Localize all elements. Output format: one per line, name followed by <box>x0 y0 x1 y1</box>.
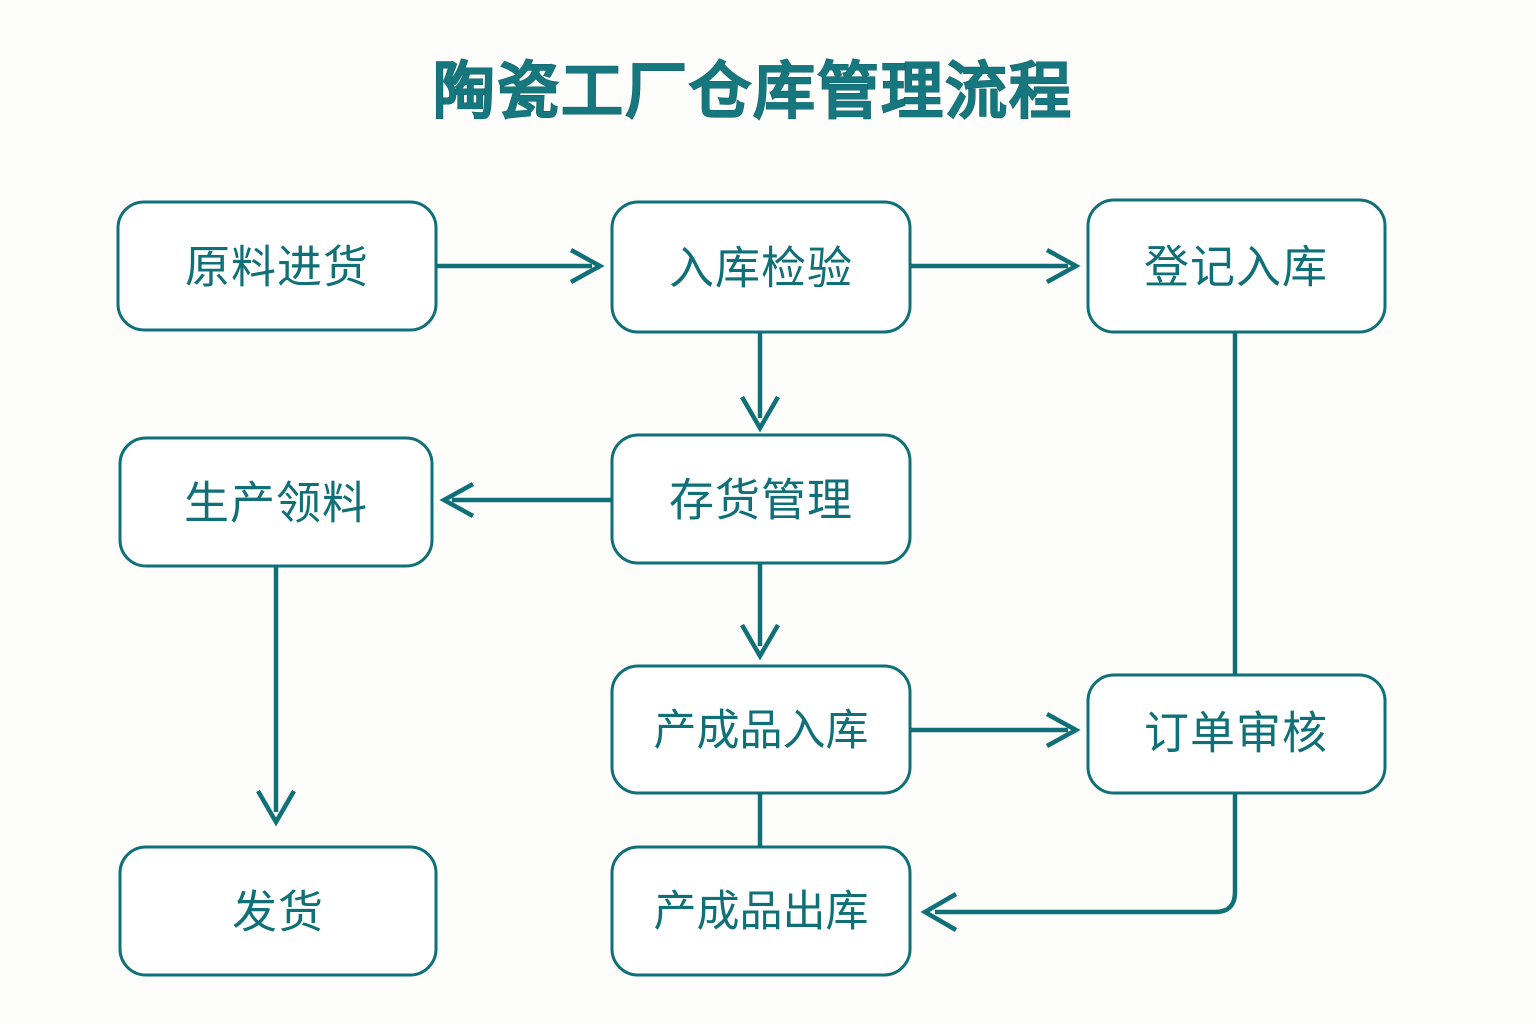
edge-production-pick-to-shipment <box>256 566 296 827</box>
node-production-requisition[interactable]: 生产领料 <box>118 436 434 568</box>
node-box-finished-goods-outbound[interactable] <box>610 845 912 977</box>
edge-order-review-to-finished-out <box>920 793 1238 932</box>
page-title: 陶瓷工厂仓库管理流程 <box>433 57 1073 126</box>
node-label-inbound-inspection: 入库检验 <box>669 243 853 294</box>
node-box-production-requisition[interactable] <box>118 436 434 568</box>
node-inbound-inspection[interactable]: 入库检验 <box>610 200 912 334</box>
node-label-finished-goods-outbound: 产成品出库 <box>654 888 869 936</box>
node-label-register-storage: 登记入库 <box>1144 242 1328 293</box>
node-box-inbound-inspection[interactable] <box>610 200 912 334</box>
node-box-inventory-management[interactable] <box>610 433 912 565</box>
node-register-storage[interactable]: 登记入库 <box>1086 198 1387 334</box>
node-order-review[interactable]: 订单审核 <box>1086 673 1387 795</box>
edge-layer <box>256 248 1238 932</box>
node-finished-goods-outbound[interactable]: 产成品出库 <box>610 845 912 977</box>
node-label-production-requisition: 生产领料 <box>184 478 368 529</box>
edge-finished-in-to-order-review <box>910 712 1081 748</box>
node-box-shipment[interactable] <box>118 845 438 977</box>
edge-inspection-to-register <box>910 248 1081 284</box>
node-finished-goods-inbound[interactable]: 产成品入库 <box>610 664 912 795</box>
node-raw-material-purchase[interactable]: 原料进货 <box>116 200 438 332</box>
edge-raw-material-to-inspection <box>436 248 605 284</box>
node-label-raw-material-purchase: 原料进货 <box>185 242 369 293</box>
node-box-register-storage[interactable] <box>1086 198 1387 334</box>
edge-inspection-to-inventory <box>740 332 780 433</box>
edge-inventory-to-production-pick <box>439 482 612 518</box>
node-box-order-review[interactable] <box>1086 673 1387 795</box>
node-layer: 原料进货 入库检验 登记入库 生产领料 存货管理 <box>116 198 1387 977</box>
node-box-raw-material-purchase[interactable] <box>116 200 438 332</box>
node-label-shipment: 发货 <box>232 887 324 938</box>
edge-inventory-to-finished-in <box>740 563 780 661</box>
node-shipment[interactable]: 发货 <box>118 845 438 977</box>
node-inventory-management[interactable]: 存货管理 <box>610 433 912 565</box>
node-label-order-review: 订单审核 <box>1144 708 1328 759</box>
node-box-finished-goods-inbound[interactable] <box>610 664 912 795</box>
node-label-finished-goods-inbound: 产成品入库 <box>654 707 869 755</box>
node-label-inventory-management: 存货管理 <box>669 475 853 526</box>
